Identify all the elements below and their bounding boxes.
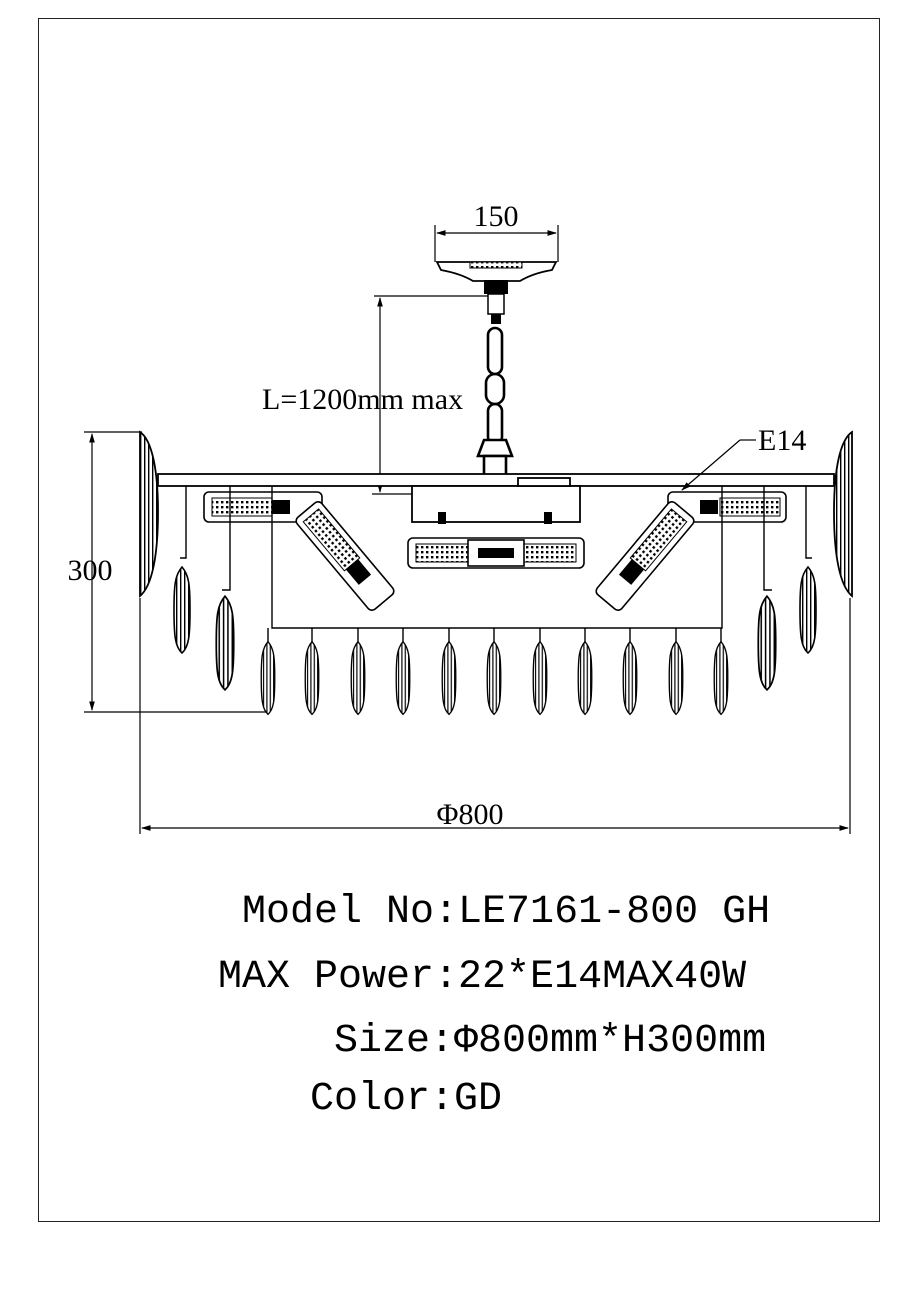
spec-color-label: Color:	[310, 1077, 455, 1122]
crystal-drops	[173, 566, 817, 716]
spec-size-label: Size:	[334, 1019, 455, 1064]
spec-model-label: Model No:	[242, 890, 459, 935]
drawing-frame	[38, 18, 880, 1222]
bulb-right-horizontal	[667, 491, 787, 523]
chain-length-dimension: L=1200mm max	[262, 295, 488, 495]
crystal-drop	[441, 640, 457, 716]
ceiling-canopy	[435, 261, 558, 324]
crystal-drop	[260, 640, 276, 716]
crystal-drop	[532, 640, 548, 716]
bulb-left-horizontal	[203, 491, 323, 523]
height-label: 300	[68, 554, 113, 587]
height-dimension: 300	[68, 431, 268, 713]
bulb-type-callout: E14	[681, 424, 806, 491]
bulb-center-pair	[407, 512, 585, 569]
crystal-hangers	[180, 486, 812, 629]
crystal-drop	[173, 566, 191, 654]
crystal-drop	[395, 640, 411, 716]
bulb-left-angled	[295, 500, 395, 612]
crystal-row	[260, 628, 729, 716]
crystal-drop	[622, 640, 638, 716]
crystal-drop	[350, 640, 366, 716]
diameter-dimension: Φ800	[139, 598, 851, 834]
spec-size-value: Φ800mm*H300mm	[454, 1019, 767, 1064]
diameter-label: Φ800	[437, 798, 504, 831]
crystal-drop	[799, 566, 817, 654]
bulb-right-angled	[595, 500, 695, 612]
spec-size: Size:Φ800mm*H300mm	[334, 1022, 766, 1062]
crystal-drop	[304, 640, 320, 716]
spec-max-power-value: 22*E14MAX40W	[458, 955, 747, 1000]
spec-model-value: LE7161-800 GH	[458, 890, 771, 935]
crystal-drop	[668, 640, 684, 716]
canopy-width-dimension: 150	[434, 200, 559, 262]
spec-color: Color:GD	[310, 1080, 502, 1120]
crystal-drop	[215, 595, 235, 691]
bulb-type-label: E14	[758, 424, 806, 457]
suspension-chain	[476, 326, 514, 488]
canopy-width-label: 150	[474, 200, 519, 233]
spec-color-value: GD	[454, 1077, 503, 1122]
crystal-drop	[486, 640, 502, 716]
crystal-drop	[757, 595, 777, 691]
spec-model: Model No:LE7161-800 GH	[242, 893, 770, 933]
crystal-drop	[577, 640, 593, 716]
spec-max-power-label: MAX Power:	[218, 955, 459, 1000]
chain-length-label: L=1200mm max	[262, 383, 463, 416]
spec-max-power: MAX Power:22*E14MAX40W	[218, 958, 746, 998]
crystal-drop	[713, 640, 729, 716]
